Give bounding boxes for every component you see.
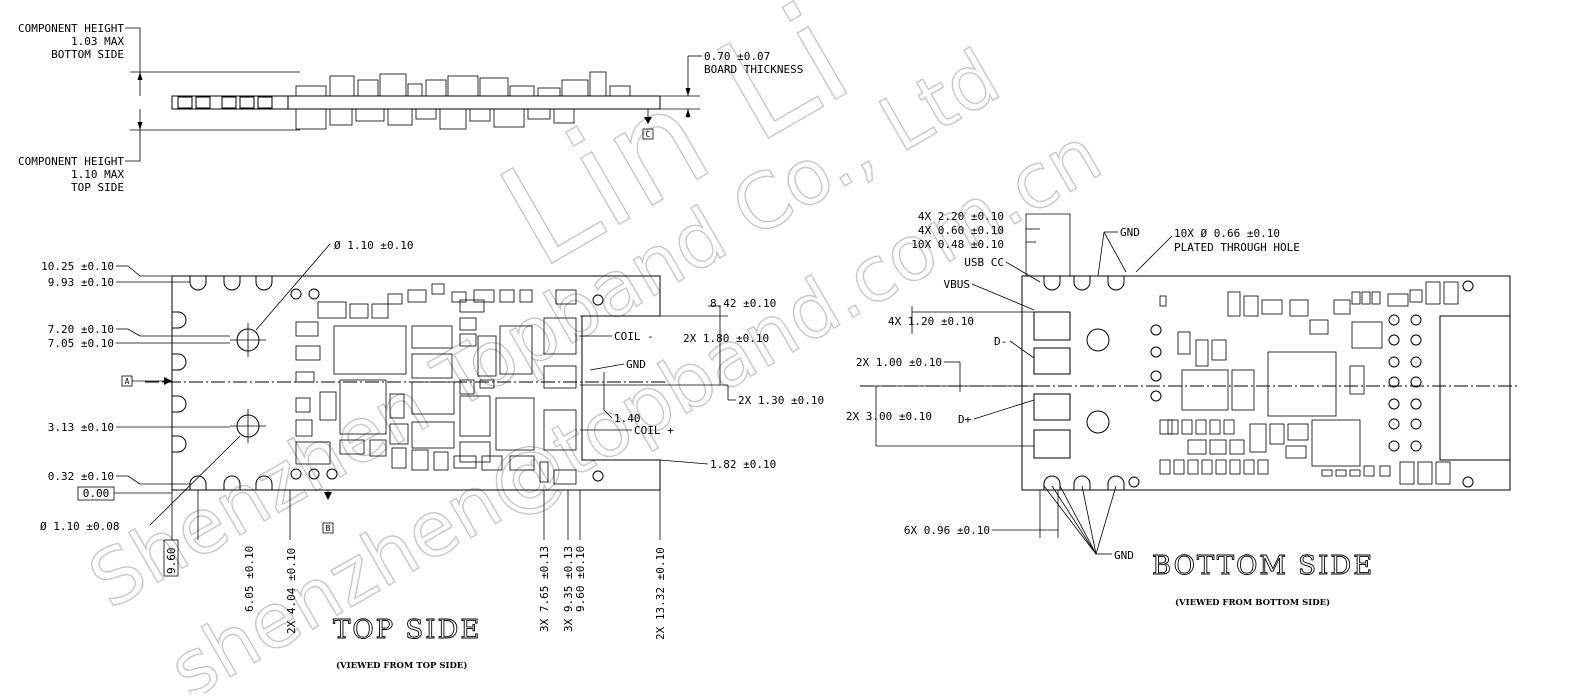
side-top-height-label-2: 1.10 MAX bbox=[71, 168, 124, 181]
side-connector-pads bbox=[177, 96, 273, 109]
top-side-view: 10.25 ±0.10 9.93 ±0.10 7.20 ±0.10 7.05 ±… bbox=[40, 239, 824, 671]
side-bottom-height-label-3: BOTTOM SIDE bbox=[51, 48, 124, 61]
dim-4x-0-60: 4X 0.60 ±0.10 bbox=[918, 224, 1004, 237]
dim-4x-1-20: 4X 1.20 ±0.10 bbox=[888, 315, 974, 328]
dim-7-05: 7.05 ±0.10 bbox=[48, 337, 114, 350]
datum-b-box bbox=[322, 522, 334, 534]
side-thickness-label-1: 0.70 ±0.07 bbox=[704, 50, 770, 63]
datum-c: C bbox=[646, 130, 651, 139]
bottom-pad-rows bbox=[1159, 291, 1381, 475]
dim-10-25: 10.25 ±0.10 bbox=[41, 260, 114, 273]
dim-3x-9-35: 3X 9.35 ±0.13 bbox=[562, 546, 575, 632]
bottom-side-view: 4X 2.20 ±0.10 4X 0.60 ±0.10 10X 0.48 ±0.… bbox=[846, 210, 1520, 608]
hole-top-label: Ø 1.10 ±0.10 bbox=[334, 239, 413, 252]
top-extension-lines bbox=[171, 490, 661, 540]
gnd-bottom-top-label: GND bbox=[1120, 226, 1140, 239]
dim-2x-13-32: 2X 13.32 ±0.10 bbox=[654, 547, 667, 640]
side-bottom-height-label-2: 1.03 MAX bbox=[71, 35, 124, 48]
dim-8-42: 8.42 ±0.10 bbox=[710, 297, 776, 310]
pth-label-2: PLATED THROUGH HOLE bbox=[1174, 241, 1300, 254]
top-edge-slots bbox=[172, 276, 273, 490]
coil-plus-label: COIL + bbox=[634, 424, 674, 437]
side-thickness-label-2: BOARD THICKNESS bbox=[704, 63, 803, 76]
bottom-usb-pads bbox=[1033, 311, 1110, 459]
dim-0-32: 0.32 ±0.10 bbox=[48, 470, 114, 483]
bottom-pth-holes bbox=[1128, 280, 1474, 488]
bottom-side-subtitle: (VIEWED FROM BOTTOM SIDE) bbox=[1175, 597, 1330, 608]
coil-minus-label: COIL - bbox=[614, 330, 654, 343]
side-top-height-label-3: TOP SIDE bbox=[71, 181, 124, 194]
dim-3x-7-65: 3X 7.65 ±0.13 bbox=[538, 546, 551, 632]
top-board-outline bbox=[171, 275, 661, 491]
dim-10x-0-48: 10X 0.48 ±0.10 bbox=[911, 238, 1004, 251]
pth-label-1: 10X Ø 0.66 ±0.10 bbox=[1174, 227, 1280, 240]
bottom-side-title: BOTTOM SIDE bbox=[1152, 551, 1374, 581]
dim-3-13: 3.13 ±0.10 bbox=[48, 421, 114, 434]
usb-cc-label: USB CC bbox=[964, 256, 1004, 269]
top-test-pads bbox=[290, 288, 604, 482]
datum-c-box bbox=[642, 128, 654, 140]
gnd-top-label: GND bbox=[626, 358, 646, 371]
side-bottom-height-label-1: COMPONENT HEIGHT bbox=[18, 22, 124, 35]
datum-zero-box bbox=[77, 486, 115, 501]
dim-1-82: 1.82 ±0.10 bbox=[710, 458, 776, 471]
dim-6-05: 6.05 ±0.10 bbox=[243, 546, 256, 612]
top-side-title: TOP SIDE bbox=[333, 615, 481, 645]
dim-4x-2-20: 4X 2.20 ±0.10 bbox=[918, 210, 1004, 223]
dim-1-40: 1.40 bbox=[614, 412, 641, 425]
datum-a: A bbox=[125, 377, 130, 386]
dim-9-60: 9.60 ±0.10 bbox=[574, 546, 587, 612]
datum-b: B bbox=[326, 524, 331, 533]
vbus-label: VBUS bbox=[944, 278, 971, 291]
side-top-components bbox=[295, 71, 631, 97]
hole-bottom-label: Ø 1.10 ±0.08 bbox=[40, 520, 119, 533]
side-bottom-components bbox=[295, 108, 575, 130]
dim-2x-3-00: 2X 3.00 ±0.10 bbox=[846, 410, 932, 423]
gnd-bottom-leaders bbox=[1043, 485, 1117, 555]
dim-9-60-box bbox=[163, 539, 179, 577]
dim-2x-1-80: 2X 1.80 ±0.10 bbox=[683, 332, 769, 345]
watermark: Lin Li Shenzhen Topband Co., Ltd shenzhe… bbox=[74, 0, 1116, 698]
top-mounting-holes bbox=[230, 323, 266, 443]
side-view: COMPONENT HEIGHT 1.03 MAX BOTTOM SIDE CO… bbox=[18, 22, 803, 194]
datum-zero: 0.00 bbox=[83, 487, 110, 500]
side-top-height-label-1: COMPONENT HEIGHT bbox=[18, 155, 124, 168]
bottom-components bbox=[1159, 281, 1459, 485]
dim-2x-4-04: 2X 4.04 ±0.10 bbox=[285, 548, 298, 634]
dim-7-20: 7.20 ±0.10 bbox=[48, 323, 114, 336]
d-plus-label: D+ bbox=[958, 413, 972, 426]
d-minus-label: D- bbox=[994, 335, 1007, 348]
top-components bbox=[295, 283, 577, 485]
gnd-bottom-label: GND bbox=[1114, 549, 1134, 562]
bottom-board-outline bbox=[1021, 275, 1511, 491]
dim-2x-1-30: 2X 1.30 ±0.10 bbox=[738, 394, 824, 407]
dim-9-60-basic: 9.60 bbox=[165, 548, 178, 575]
top-side-subtitle: (VIEWED FROM TOP SIDE) bbox=[336, 660, 467, 671]
dim-6x-0-96: 6X 0.96 ±0.10 bbox=[904, 524, 990, 537]
bottom-edge-slots bbox=[1043, 276, 1125, 490]
dim-2x-1-00: 2X 1.00 ±0.10 bbox=[856, 356, 942, 369]
dim-9-93: 9.93 ±0.10 bbox=[48, 276, 114, 289]
